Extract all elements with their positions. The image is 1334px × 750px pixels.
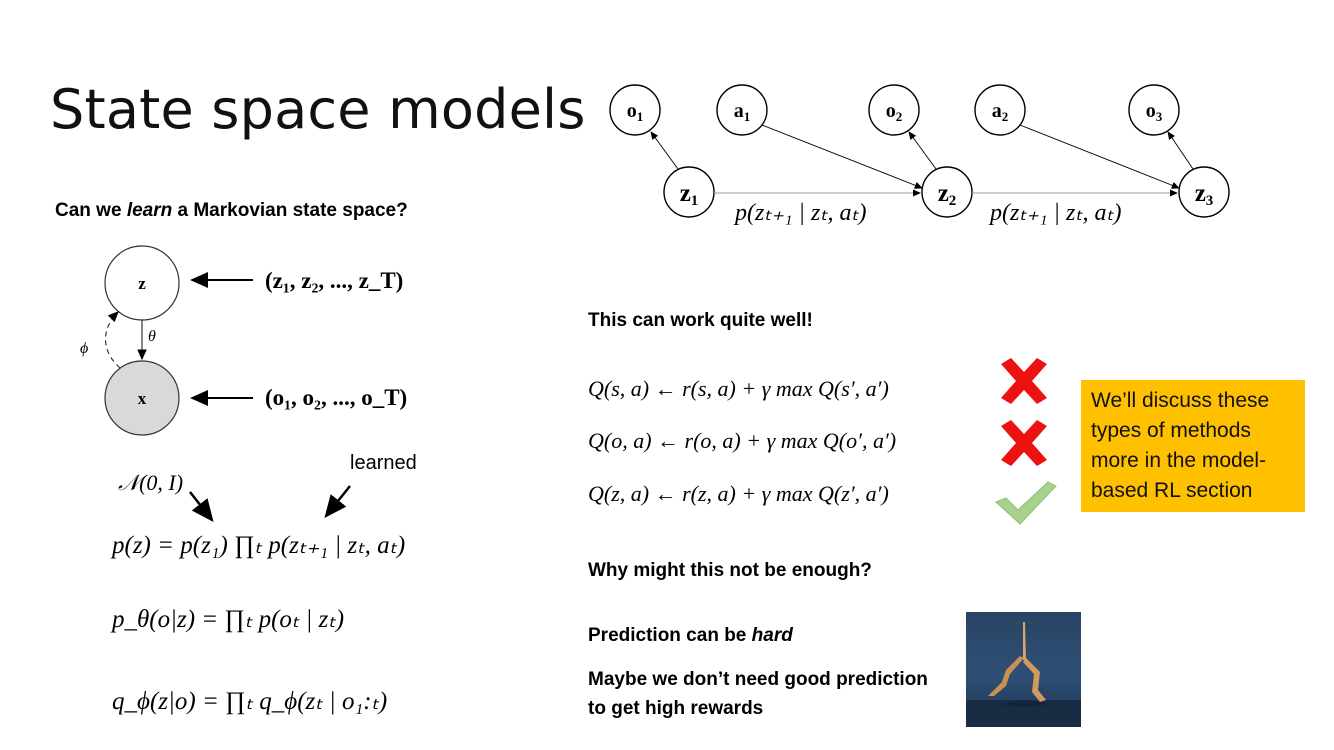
edge-z3-o3 xyxy=(1167,131,1194,170)
check-icon xyxy=(995,481,1057,525)
why-not-enough-text: Why might this not be enough? xyxy=(588,560,872,581)
node-x-label: x xyxy=(138,389,147,408)
learned-arrow xyxy=(324,485,351,518)
question-before: Can we xyxy=(55,200,127,221)
label-arrows xyxy=(189,485,351,522)
question-text: Can we learn a Markovian state space? xyxy=(55,200,408,222)
edge-a2-z3 xyxy=(1019,124,1180,189)
edge-a1-z2 xyxy=(761,124,923,189)
page-title: State space models xyxy=(50,78,586,141)
edge-z1-o1 xyxy=(650,131,679,170)
node-o2 xyxy=(868,84,920,136)
state-space-graph: o1 a1 o2 a2 o3 z1 z2 z3 xyxy=(609,84,1230,218)
question-emphasis: learn xyxy=(126,200,173,221)
node-z-label: z xyxy=(138,274,146,293)
o-sequence: (o₁, o₂, ..., o_T) xyxy=(265,385,407,410)
equation-ptheta: p_θ(o|z) = ∏ₜ p(oₜ | zₜ) xyxy=(112,606,345,633)
node-x xyxy=(104,360,180,436)
prediction-hard-emphasis: hard xyxy=(751,625,793,646)
node-z1 xyxy=(663,166,715,218)
z-sequence: (z₁, z₂, ..., z_T) xyxy=(265,268,403,293)
prior-arrow xyxy=(189,491,214,522)
node-a2 xyxy=(974,84,1026,136)
prediction-hard-before: Prediction can be xyxy=(588,625,752,646)
question-after: a Markovian state space? xyxy=(172,200,408,221)
edge-z2-o2 xyxy=(908,131,937,170)
walker-robot-figure xyxy=(966,622,1081,727)
equation-pz: p(z) = p(z₁) ∏ₜ p(zₜ₊₁ | zₜ, aₜ) xyxy=(112,532,406,559)
cross-icon xyxy=(1001,420,1047,466)
walker-robot-image xyxy=(966,612,1081,727)
q-update-s: Q(s, a) ← r(s, a) + γ max Q(s′, a′) xyxy=(588,376,889,401)
phi-label: ϕ xyxy=(80,340,88,357)
q-update-o: Q(o, a) ← r(o, a) + γ max Q(o′, a′) xyxy=(588,428,897,453)
maybe-text: Maybe we don’t need good prediction to g… xyxy=(588,669,928,719)
prediction-hard-text: Prediction can be hard xyxy=(588,625,793,647)
node-o1 xyxy=(609,84,661,136)
phi-arrow xyxy=(105,311,121,369)
transition-label-1: p(zₜ₊₁ | zₜ, aₜ) xyxy=(735,200,867,226)
cross-icon xyxy=(1001,358,1047,404)
node-a1 xyxy=(716,84,768,136)
theta-label: θ xyxy=(148,328,156,345)
node-o3 xyxy=(1128,84,1180,136)
note-box: We’ll discuss these types of methods mor… xyxy=(1081,380,1305,512)
learned-label: learned xyxy=(350,452,417,474)
prior-label: 𝒩(0, I) xyxy=(118,470,184,495)
transition-label-2: p(zₜ₊₁ | zₜ, aₜ) xyxy=(990,200,1122,226)
latent-variable-diagram: z x θ ϕ (z₁, z₂, ..., z_T) (o₁, o₂, ...,… xyxy=(80,245,407,436)
node-z2 xyxy=(921,166,973,218)
equation-qphi: q_ϕ(z|o) = ∏ₜ q_ϕ(zₜ | o₁:ₜ) xyxy=(112,688,388,715)
q-update-z: Q(z, a) ← r(z, a) + γ max Q(z′, a′) xyxy=(588,481,889,506)
works-well-text: This can work quite well! xyxy=(588,310,813,331)
node-z3 xyxy=(1178,166,1230,218)
